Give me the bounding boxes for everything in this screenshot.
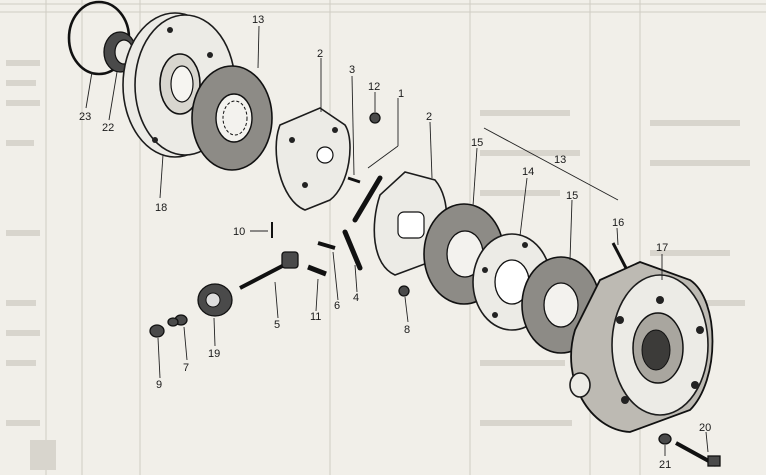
nut-part-8 (398, 285, 410, 297)
bearing-part-19 (197, 283, 233, 317)
callout-9: 9 (156, 379, 162, 391)
bolt-part-6 (317, 241, 336, 250)
friction-disc-part-13 (191, 65, 273, 171)
lever-part-5 (239, 251, 299, 290)
nut-part-12 (369, 112, 381, 124)
callout-14: 14 (522, 166, 534, 178)
callout-13: 13 (252, 14, 264, 26)
nut-part-9 (149, 324, 165, 338)
callout-12: 12 (368, 81, 380, 93)
callout-3: 3 (349, 64, 355, 76)
callout-labels: 1 2 2 3 4 5 6 7 8 9 10 11 12 13 13 14 15… (79, 14, 711, 471)
callout-1: 1 (398, 88, 404, 100)
callout-22: 22 (102, 122, 114, 134)
main-housing-part-17 (569, 261, 714, 433)
callout-6: 6 (334, 300, 340, 312)
callout-16: 16 (612, 217, 624, 229)
pressure-plate-part-2 (275, 107, 351, 211)
bolt-part-3 (347, 176, 361, 184)
pin-part-11 (307, 264, 327, 277)
callout-2b: 2 (426, 111, 432, 123)
callout-11: 11 (310, 311, 321, 323)
washer-part-21 (658, 433, 672, 445)
callout-8: 8 (404, 324, 410, 336)
callout-18: 18 (155, 202, 167, 214)
callout-7: 7 (183, 362, 189, 374)
leader-lines (85, 25, 709, 456)
link-part-4 (342, 175, 383, 271)
callout-4: 4 (353, 292, 359, 304)
washer-part-7 (167, 314, 188, 327)
callout-15b: 15 (566, 190, 578, 202)
callout-15: 15 (471, 137, 483, 149)
callout-21: 21 (659, 459, 671, 471)
callout-23: 23 (79, 111, 91, 123)
callout-13b: 13 (554, 154, 566, 166)
callout-17: 17 (656, 242, 668, 254)
callout-20: 20 (699, 422, 711, 434)
callout-2: 2 (317, 48, 323, 60)
callout-10: 10 (233, 226, 245, 238)
stud-part-16 (611, 242, 628, 269)
callout-19: 19 (208, 348, 220, 360)
long-bolt-part-20 (675, 441, 721, 467)
callout-5: 5 (274, 319, 280, 331)
